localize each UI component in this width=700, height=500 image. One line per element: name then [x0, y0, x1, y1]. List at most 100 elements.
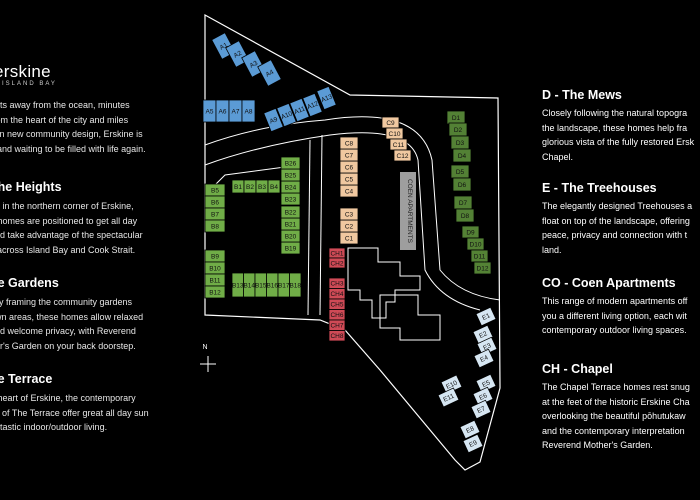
lot-d10[interactable]: D10	[466, 237, 485, 251]
lot-d4[interactable]: D4	[452, 148, 472, 163]
lot-b11[interactable]: B11	[204, 273, 226, 287]
lot-b26[interactable]: B26	[280, 156, 301, 170]
lot-d2[interactable]: D2	[448, 122, 468, 137]
lot-b8[interactable]: B8	[204, 219, 226, 233]
lot-ch7[interactable]: CH7	[328, 319, 346, 331]
lot-b2[interactable]: B2	[243, 179, 257, 194]
lot-d1[interactable]: D1	[446, 110, 466, 125]
lot-b1[interactable]: B1	[231, 179, 245, 194]
lot-d7[interactable]: D7	[453, 195, 473, 210]
lot-ch3[interactable]: CH3	[328, 277, 346, 289]
lot-label: B18	[289, 282, 301, 289]
lot-c3[interactable]: C3	[339, 207, 359, 221]
lot-a11[interactable]: A11	[289, 97, 310, 123]
lot-a9[interactable]: A9	[263, 107, 284, 133]
lot-e6[interactable]: E6	[472, 386, 494, 407]
lot-label: B3	[258, 184, 266, 191]
lot-b3[interactable]: B3	[255, 179, 269, 194]
lot-a8[interactable]: A8	[241, 99, 256, 123]
lot-e1[interactable]: E1	[475, 306, 497, 327]
lot-label: D9	[466, 229, 475, 236]
lot-e8[interactable]: E8	[459, 419, 481, 440]
lot-ch2[interactable]: CH2	[328, 257, 346, 269]
lot-b13[interactable]: B13	[231, 272, 244, 298]
lot-b16[interactable]: B16	[266, 272, 278, 298]
lot-c7[interactable]: C7	[339, 148, 359, 162]
lot-e4[interactable]: E4	[473, 348, 495, 369]
lot-b24[interactable]: B24	[280, 180, 301, 194]
lot-b10[interactable]: B10	[204, 261, 226, 275]
lot-ch5[interactable]: CH5	[328, 298, 346, 310]
lot-a7[interactable]: A7	[228, 99, 243, 123]
lot-b20[interactable]: B20	[280, 229, 301, 243]
lot-label: C4	[345, 188, 354, 195]
lot-b22[interactable]: B22	[280, 205, 301, 219]
lot-b18[interactable]: B18	[289, 272, 301, 298]
terrace-text: e heart of Erskine, the contemporary es …	[0, 393, 149, 432]
lot-e7[interactable]: E7	[470, 399, 492, 420]
lot-b9[interactable]: B9	[204, 249, 226, 263]
lot-label: E7	[476, 405, 487, 415]
lot-label: D3	[456, 140, 465, 147]
lot-c8[interactable]: C8	[339, 136, 359, 150]
lot-b14[interactable]: B14	[243, 272, 255, 298]
lot-e11[interactable]: E11	[437, 387, 460, 408]
lot-ch6[interactable]: CH6	[328, 309, 346, 321]
lot-e9[interactable]: E9	[462, 433, 484, 454]
lot-c2[interactable]: C2	[339, 219, 359, 233]
erskine-logo: erskine ISLAND BAY	[0, 62, 55, 87]
lot-b12[interactable]: B12	[204, 285, 226, 299]
lot-b15[interactable]: B15	[254, 272, 267, 298]
lot-b7[interactable]: B7	[204, 207, 226, 221]
lot-label: C1	[345, 235, 354, 242]
lot-b17[interactable]: B17	[277, 272, 290, 298]
lot-c12[interactable]: C12	[393, 149, 412, 162]
lot-a10[interactable]: A10	[276, 102, 297, 128]
lot-d6[interactable]: D6	[452, 177, 472, 192]
lot-c4[interactable]: C4	[339, 184, 359, 198]
lot-label: B2	[246, 184, 254, 191]
lot-label: D7	[459, 200, 468, 207]
lot-d12[interactable]: D12	[473, 261, 492, 275]
lot-label: E9	[468, 439, 479, 449]
north-label: N	[202, 344, 207, 351]
lot-label: CH8	[330, 333, 343, 340]
lot-ch8[interactable]: CH8	[328, 330, 346, 342]
lot-label: D8	[461, 213, 470, 220]
lot-b21[interactable]: B21	[280, 217, 301, 231]
lot-b4[interactable]: B4	[267, 179, 281, 194]
lot-ch1[interactable]: CH1	[328, 247, 346, 259]
lot-c9[interactable]: C9	[381, 116, 400, 129]
lot-label: C8	[345, 140, 354, 147]
lot-label: C6	[345, 164, 354, 171]
lot-d8[interactable]: D8	[455, 208, 475, 223]
lot-c10[interactable]: C10	[385, 127, 404, 140]
lot-a12[interactable]: A12	[302, 92, 323, 118]
lot-c1[interactable]: C1	[339, 231, 359, 245]
lot-ch4[interactable]: CH4	[328, 288, 346, 300]
lot-label: CH5	[330, 302, 343, 309]
lot-b25[interactable]: B25	[280, 168, 301, 182]
lot-c11[interactable]: C11	[389, 138, 408, 151]
lot-d11[interactable]: D11	[470, 249, 489, 263]
heights-text: ed in the northern corner of Erskine, e …	[0, 201, 143, 255]
chapel-text: The Chapel Terrace homes rest snug at th…	[542, 382, 690, 450]
lot-c5[interactable]: C5	[339, 172, 359, 186]
lot-a13[interactable]: A13	[316, 85, 337, 111]
lot-b5[interactable]: B5	[204, 183, 226, 197]
lot-label: A3	[249, 60, 260, 70]
lot-b23[interactable]: B23	[280, 192, 301, 206]
lot-b6[interactable]: B6	[204, 195, 226, 209]
lot-label: C2	[345, 223, 354, 230]
lot-d9[interactable]: D9	[461, 225, 480, 239]
lot-a6[interactable]: A6	[215, 99, 230, 123]
lot-a4[interactable]: A4	[257, 59, 282, 87]
lot-d3[interactable]: D3	[450, 135, 470, 150]
lot-a5[interactable]: A5	[202, 99, 217, 123]
lot-b19[interactable]: B19	[280, 241, 301, 255]
lot-c6[interactable]: C6	[339, 160, 359, 174]
lot-label: C12	[397, 153, 409, 160]
lot-d5[interactable]: D5	[450, 164, 470, 179]
